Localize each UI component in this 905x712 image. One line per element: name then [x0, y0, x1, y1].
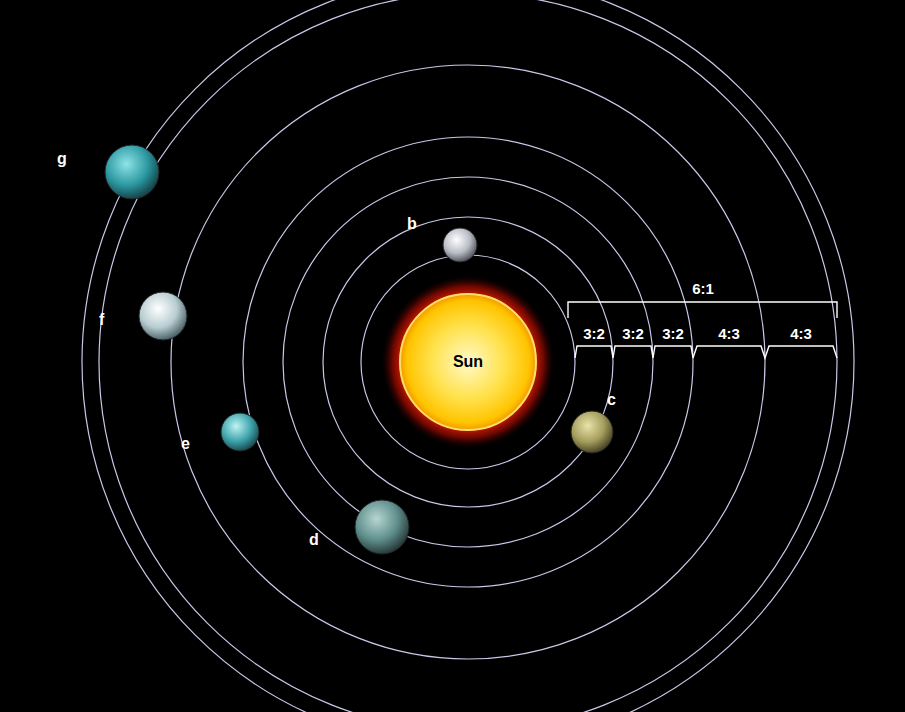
planet: g — [105, 145, 159, 199]
sun-glow — [382, 276, 554, 448]
planet-label: e — [181, 435, 219, 453]
planet-label: g — [57, 150, 111, 168]
planet-sphere — [139, 292, 187, 340]
resonance-ratio: 3:2 — [583, 325, 605, 342]
sun-circle: Sun — [400, 294, 536, 430]
planet-sphere — [355, 500, 409, 554]
resonance-ratio: 6:1 — [692, 280, 714, 297]
planet: b — [443, 228, 477, 262]
star-name: Sun — [453, 353, 483, 371]
orbits — [82, 0, 854, 712]
resonance-ratio: 3:2 — [662, 325, 684, 342]
planet-label: f — [99, 311, 147, 329]
planet-sphere — [221, 413, 259, 451]
planet: f — [139, 292, 187, 340]
resonance-ratio: 4:3 — [718, 325, 740, 342]
planet: d — [355, 500, 409, 554]
planet-label: b — [407, 215, 441, 233]
planet-sphere — [571, 411, 613, 453]
planet: e — [221, 413, 259, 451]
planet-sphere — [571, 411, 613, 453]
planet-sphere — [355, 500, 409, 554]
planet: c — [571, 411, 613, 453]
planet-sphere — [443, 228, 477, 262]
planet-sphere — [105, 145, 159, 199]
resonance-ratio: 4:3 — [790, 325, 812, 342]
resonance-ratio: 3:2 — [622, 325, 644, 342]
planet-sphere — [221, 413, 259, 451]
planet-label: d — [309, 531, 363, 549]
planet-label: c — [607, 391, 649, 409]
planet-sphere — [105, 145, 159, 199]
ratio-brackets — [568, 302, 837, 358]
planet-sphere — [139, 292, 187, 340]
sun-disk — [400, 294, 536, 430]
planet-sphere — [443, 228, 477, 262]
